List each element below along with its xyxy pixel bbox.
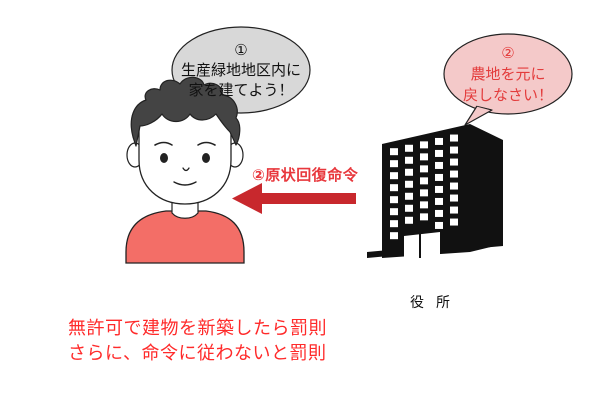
building-window	[450, 170, 458, 178]
building-window	[420, 189, 428, 197]
building-window	[435, 197, 443, 205]
restoration-order-label: ②原状回復命令	[252, 166, 359, 184]
person-bubble-line1: 生産緑地地区内に	[180, 61, 301, 79]
building-window	[420, 177, 428, 185]
building-window	[420, 201, 428, 209]
penalty-caption-line2: さらに、命令に従わないと罰則	[68, 343, 327, 364]
building-window	[390, 232, 398, 240]
building-window	[435, 173, 443, 181]
building-window	[450, 146, 458, 154]
building-window	[420, 141, 428, 149]
office-building-icon	[367, 124, 503, 258]
building-window	[390, 160, 398, 168]
building-window	[405, 216, 413, 224]
building-window	[405, 204, 413, 212]
building-window	[405, 156, 413, 164]
building-window	[405, 180, 413, 188]
person-bubble-number: ①	[234, 41, 248, 59]
person-bubble-line2: 家を建てよう！	[188, 81, 294, 99]
office-label: 役所	[410, 295, 462, 311]
building-window	[435, 221, 443, 229]
office-speech-bubble	[443, 33, 573, 126]
building-window	[405, 192, 413, 200]
building-window	[390, 220, 398, 228]
penalty-caption-line1: 無許可で建物を新築したら罰則	[68, 318, 327, 339]
office-bubble-line2: 戻しなさい！	[462, 86, 553, 104]
building-window	[435, 209, 443, 217]
building-window	[390, 208, 398, 216]
person-illustration	[125, 76, 245, 264]
building-window	[450, 182, 458, 190]
office-bubble-text: ② 農地を元に 戻しなさい！	[452, 43, 564, 106]
person-shirt	[125, 210, 245, 264]
building-window	[450, 134, 458, 142]
building-window	[450, 194, 458, 202]
building-window	[405, 168, 413, 176]
building-window	[435, 185, 443, 193]
building-window	[420, 153, 428, 161]
building-window	[450, 158, 458, 166]
office-bubble-line1: 農地を元に	[470, 65, 546, 83]
building-window	[390, 184, 398, 192]
building-window	[390, 172, 398, 180]
building-window	[435, 161, 443, 169]
building-window	[390, 148, 398, 156]
building-window	[420, 165, 428, 173]
building-window	[435, 149, 443, 157]
office-bubble-number: ②	[501, 44, 515, 62]
penalty-caption: 無許可で建物を新築したら罰則 さらに、命令に従わないと罰則	[68, 316, 327, 366]
building-window	[450, 206, 458, 214]
person-bubble-text: ① 生産緑地地区内に 家を建てよう！	[176, 40, 306, 100]
building-window	[390, 196, 398, 204]
building-window	[405, 144, 413, 152]
building-window	[420, 213, 428, 221]
building-window	[435, 137, 443, 145]
building-window	[450, 218, 458, 226]
left-arrow-icon	[232, 183, 356, 214]
